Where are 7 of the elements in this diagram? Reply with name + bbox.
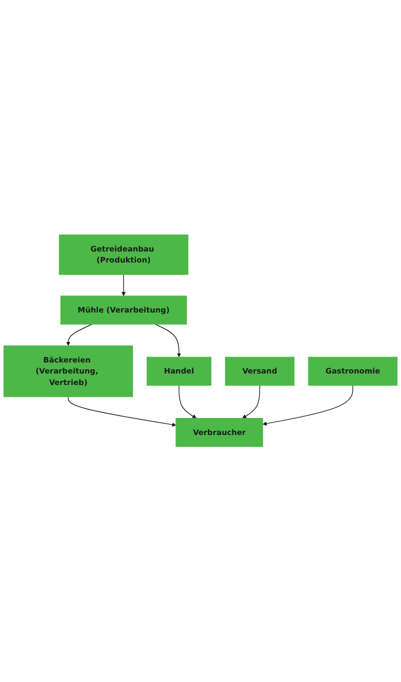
arrow — [262, 385, 354, 426]
arrow — [242, 385, 260, 419]
arrow — [122, 274, 126, 296]
arrow — [68, 396, 176, 427]
arrow — [154, 324, 182, 358]
arrow — [66, 324, 92, 346]
arrow — [178, 385, 196, 419]
